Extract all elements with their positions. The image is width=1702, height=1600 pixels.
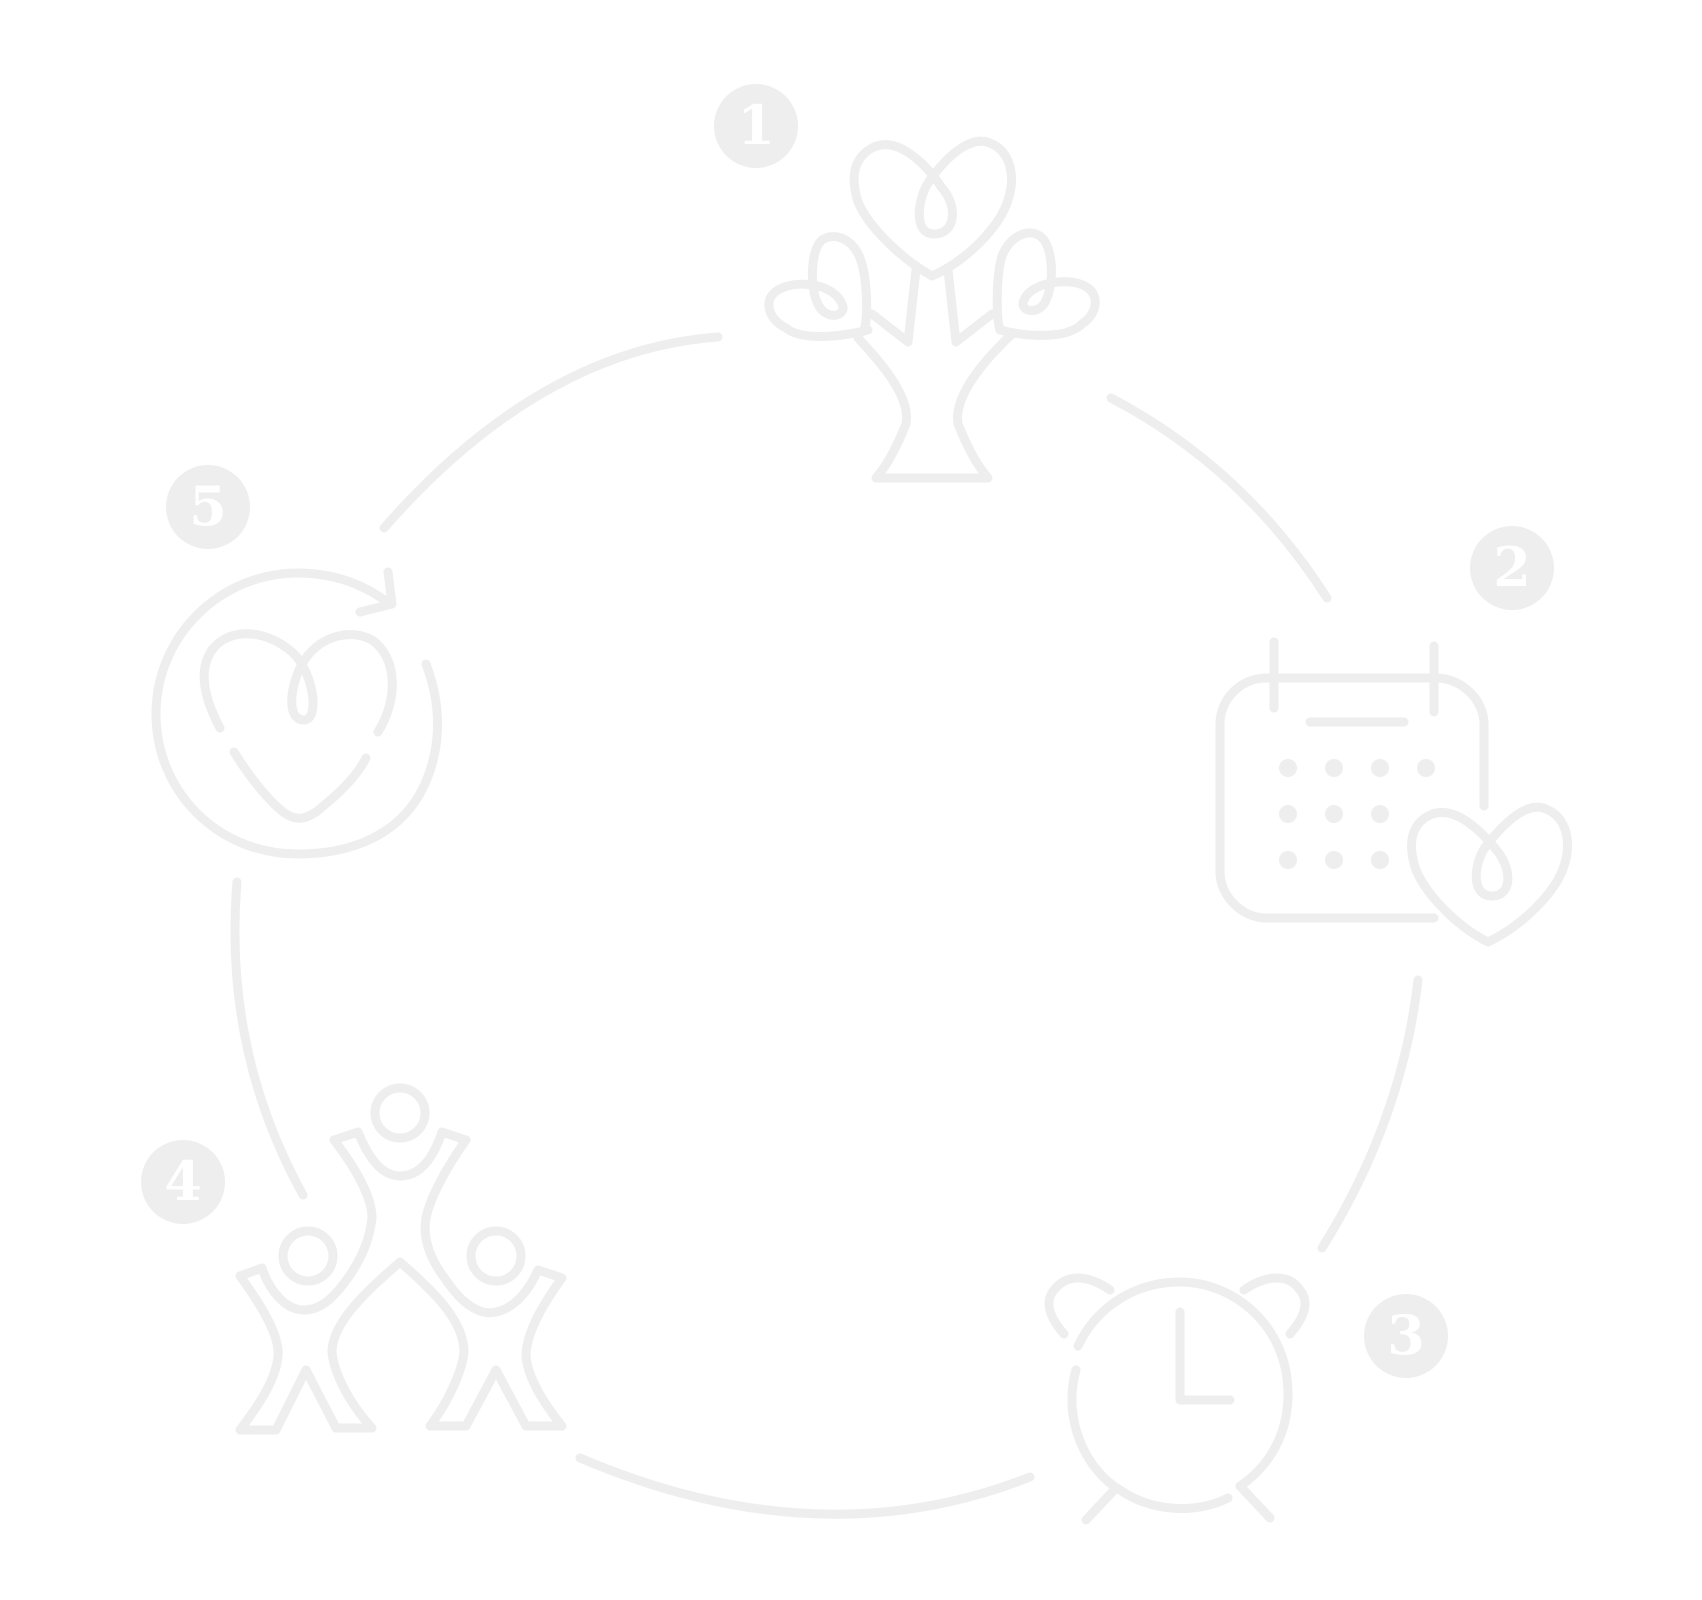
step-number-1: 1: [737, 93, 775, 157]
step-number-5: 5: [189, 474, 227, 538]
heart-cycle-icon: [151, 567, 442, 859]
step-badge-3: 3: [1364, 1294, 1448, 1378]
step-number-2: 2: [1493, 535, 1531, 599]
arc-4-to-5: [230, 877, 308, 1200]
step-number-4: 4: [164, 1149, 202, 1213]
people-group-icon: [235, 1083, 567, 1435]
arc-1-to-2: [1106, 393, 1332, 603]
calendar-heart-icon: [1215, 637, 1572, 947]
heart-tree-icon: [764, 136, 1100, 483]
step-badge-5: 5: [166, 465, 250, 549]
arc-2-to-3: [1317, 975, 1423, 1253]
step-number-3: 3: [1387, 1303, 1425, 1367]
alarm-clock-icon: [1044, 1273, 1310, 1525]
step-badge-2: 2: [1470, 526, 1554, 610]
arc-3-to-4: [575, 1453, 1035, 1519]
step-badge-4: 4: [141, 1140, 225, 1224]
step-badge-1: 1: [714, 84, 798, 168]
arc-5-to-1: [379, 332, 723, 533]
cycle-arcs: [230, 332, 1423, 1519]
